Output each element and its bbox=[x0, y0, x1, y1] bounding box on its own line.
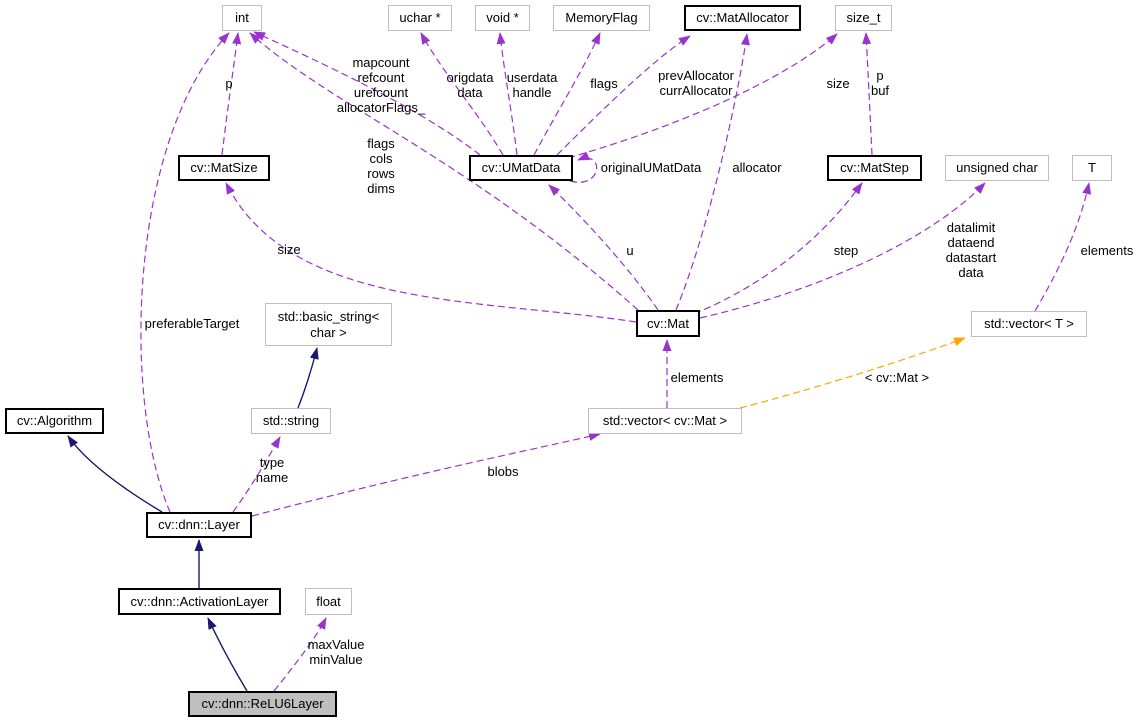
node-dnn-layer[interactable]: cv::dnn::Layer bbox=[146, 512, 252, 538]
edge-label-size-sizet: size bbox=[826, 76, 850, 91]
edge-label-data-quad: datalimit dataend datastart data bbox=[945, 220, 997, 280]
edge-label-size-matsize: size bbox=[277, 242, 301, 257]
edge-label-originalumatdata: originalUMatData bbox=[600, 160, 702, 175]
node-uchar-ptr: uchar * bbox=[388, 5, 452, 31]
edge-umatdata-to-memoryflag-flags bbox=[533, 32, 601, 156]
edge-relu6-to-float-maxmin bbox=[273, 617, 327, 692]
edge-vectort-to-t-elements bbox=[1034, 182, 1092, 312]
edge-label-prevcurr: prevAllocator currAllocator bbox=[658, 68, 734, 98]
edge-mat-to-int-flags bbox=[249, 32, 639, 311]
edge-layer-to-string-typename bbox=[232, 436, 281, 513]
edge-layer-to-int-preferabletarget bbox=[140, 32, 230, 513]
node-mat[interactable]: cv::Mat bbox=[636, 310, 700, 337]
node-matstep[interactable]: cv::MatStep bbox=[827, 155, 922, 181]
node-basic-string: std::basic_string< char > bbox=[265, 303, 392, 346]
edge-umatdata-self-originalumatdata bbox=[569, 151, 598, 183]
edge-matsize-to-int-p bbox=[221, 32, 242, 156]
edge-string-to-basicstring-inherit bbox=[297, 347, 319, 409]
edge-label-flags-cols: flags cols rows dims bbox=[367, 136, 395, 196]
edge-matstep-to-sizet-pbuf bbox=[862, 32, 873, 156]
edge-label-blobs: blobs bbox=[487, 464, 519, 479]
edge-label-elements-t: elements bbox=[1080, 243, 1134, 258]
node-float: float bbox=[305, 588, 352, 615]
node-unsigned-char: unsigned char bbox=[945, 155, 1049, 181]
node-size-t: size_t bbox=[835, 5, 892, 31]
edge-label-userdata: userdata handle bbox=[506, 70, 558, 100]
edge-label-umatdata-ints: mapcount refcount urefcount allocatorFla… bbox=[336, 55, 426, 115]
node-matsize[interactable]: cv::MatSize bbox=[178, 155, 270, 181]
edge-mat-to-matallocator-allocator bbox=[675, 33, 750, 311]
node-vector-mat: std::vector< cv::Mat > bbox=[588, 408, 742, 434]
node-activationlayer[interactable]: cv::dnn::ActivationLayer bbox=[118, 588, 281, 615]
node-vector-t: std::vector< T > bbox=[971, 311, 1087, 337]
edge-umatdata-to-sizet-size bbox=[567, 33, 838, 159]
edge-label-preferabletarget: preferableTarget bbox=[144, 316, 240, 331]
node-matallocator[interactable]: cv::MatAllocator bbox=[684, 5, 801, 31]
node-umatdata[interactable]: cv::UMatData bbox=[469, 155, 573, 181]
edge-layer-to-vectormat-blobs bbox=[251, 432, 601, 517]
edge-umatdata-to-matallocator-prevcurr bbox=[556, 35, 691, 156]
node-string: std::string bbox=[251, 408, 331, 434]
edge-mat-to-unsignedchar-data bbox=[699, 182, 986, 319]
edge-umatdata-to-ucharptr-origdata bbox=[420, 32, 504, 156]
edge-mat-to-matsize-size bbox=[225, 182, 637, 323]
edge-mat-to-matstep-step bbox=[693, 182, 863, 315]
node-algorithm[interactable]: cv::Algorithm bbox=[5, 408, 104, 434]
edge-layer-to-algorithm-inherit bbox=[67, 435, 163, 513]
edge-vectormat-to-vectort-template bbox=[739, 337, 966, 409]
edge-relu6-to-activation-inherit bbox=[207, 617, 248, 692]
edge-label-allocator: allocator bbox=[732, 160, 782, 175]
node-void-ptr: void * bbox=[475, 5, 530, 31]
node-memoryflag: MemoryFlag bbox=[553, 5, 650, 31]
edge-label-step: step bbox=[833, 243, 859, 258]
edge-mat-to-umatdata-u bbox=[548, 184, 659, 311]
node-relu6layer[interactable]: cv::dnn::ReLU6Layer bbox=[188, 691, 337, 717]
edge-label-origdata: origdata data bbox=[446, 70, 494, 100]
edge-label-elements-mat: elements bbox=[670, 370, 724, 385]
node-int: int bbox=[222, 5, 262, 31]
edge-label-p-matsize: p bbox=[225, 76, 233, 91]
edge-label-u: u bbox=[626, 243, 634, 258]
edge-label-flags-mf: flags bbox=[590, 76, 618, 91]
edge-umatdata-to-voidptr-userdata bbox=[496, 32, 518, 156]
edge-label-max-min-value: maxValue minValue bbox=[307, 637, 365, 667]
edge-label-type-name: type name bbox=[255, 455, 289, 485]
node-t: T bbox=[1072, 155, 1112, 181]
edge-label-template-arg: < cv::Mat > bbox=[864, 370, 930, 385]
edge-label-p-buf: p buf bbox=[870, 68, 890, 98]
